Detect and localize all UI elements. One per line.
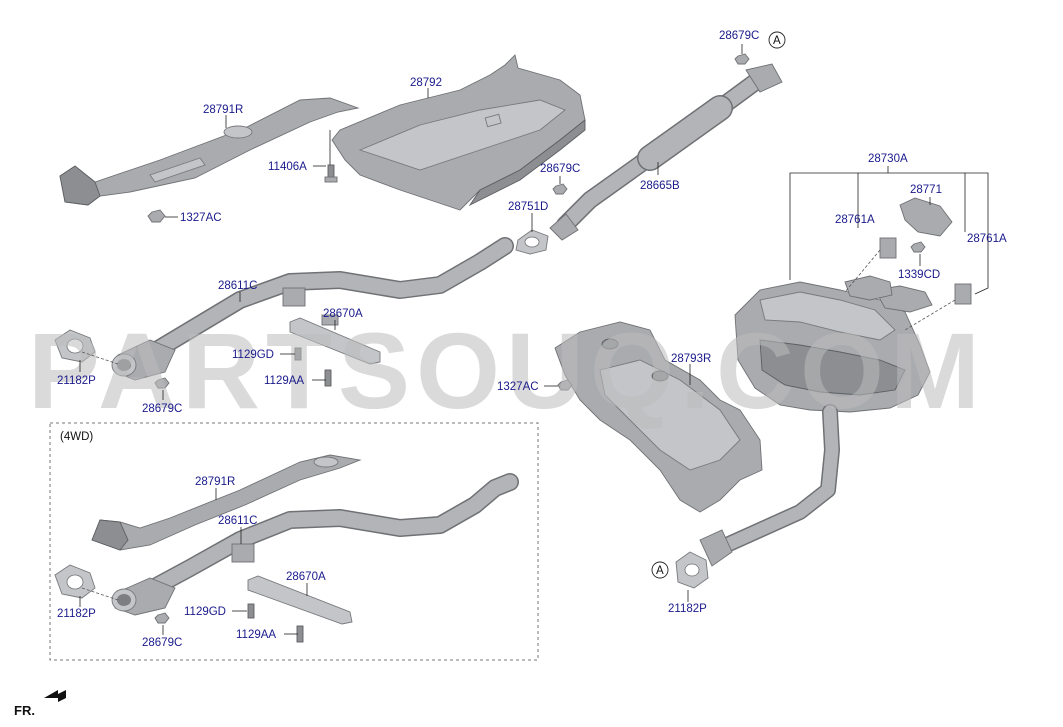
label-fwd-bolt-1129aa: 1129AA xyxy=(236,629,276,641)
label-fwd-title: (4WD) xyxy=(60,431,93,443)
label-bolt-1339cd: 1339CD xyxy=(898,269,940,281)
label-fwd-gasket: 21182P xyxy=(57,608,96,620)
rear-pipe[interactable] xyxy=(699,404,840,567)
label-muffler-assy: 28730A xyxy=(868,153,908,165)
label-gasket-28751d: 28751D xyxy=(508,201,548,213)
heat-protector-front[interactable] xyxy=(59,97,360,206)
bolt-11406a[interactable] xyxy=(324,164,338,183)
rear-muffler[interactable] xyxy=(734,275,933,413)
label-gasket-21182p-left: 21182P xyxy=(57,375,96,387)
label-fwd-front-pipe: 28611C xyxy=(218,515,257,527)
fwd-front-pipe[interactable] xyxy=(111,473,519,616)
nut-1327ac-mid[interactable] xyxy=(557,379,573,391)
fwd-nut[interactable] xyxy=(154,612,170,624)
heat-protector-rear[interactable] xyxy=(554,321,763,513)
front-pipe[interactable] xyxy=(111,237,514,381)
heat-protector-center[interactable] xyxy=(331,54,586,211)
label-nut-1327ac-top: 1327AC xyxy=(180,212,222,224)
label-bracket-28670a: 28670A xyxy=(323,308,363,320)
fwd-heat-protector[interactable] xyxy=(91,454,362,551)
bracket-28670a[interactable] xyxy=(289,314,381,365)
label-fwd-bracket: 28670A xyxy=(286,571,326,583)
label-fwd-bolt-1129gd: 1129GD xyxy=(184,606,226,618)
label-hanger-28761a-left: 28761A xyxy=(835,214,875,226)
label-bolt-1129aa: 1129AA xyxy=(264,375,304,387)
label-nut-28679c-bottom: 28679C xyxy=(142,403,182,415)
label-heat-protector-center: 28792 xyxy=(410,77,442,89)
bolt-1129aa[interactable] xyxy=(324,369,332,387)
nut-28679c-top[interactable] xyxy=(734,53,750,65)
front-direction-indicator: FR. xyxy=(14,690,66,718)
nut-28679c-bottom[interactable] xyxy=(154,377,170,389)
gasket-28751d[interactable] xyxy=(515,229,549,255)
hanger-28771[interactable] xyxy=(899,197,953,237)
hanger-28761a-left[interactable] xyxy=(879,237,897,259)
label-nut-28679c-top: 28679C xyxy=(719,30,759,42)
label-heat-protector-front: 28791R xyxy=(203,104,243,116)
label-center-pipe: 28665B xyxy=(640,180,680,192)
label-heat-protector-rear: 28793R xyxy=(671,353,711,365)
nut-28679c-mid[interactable] xyxy=(552,183,568,195)
svg-text:FR.: FR. xyxy=(14,703,35,718)
center-pipe[interactable] xyxy=(549,63,783,241)
fwd-bracket[interactable] xyxy=(247,575,353,625)
callout-a-bottom: A xyxy=(651,561,669,579)
watermark: PARTSOUQ.COM xyxy=(28,310,986,431)
label-hanger-28761a-right: 28761A xyxy=(967,233,1007,245)
leader-lines xyxy=(79,44,989,635)
label-nut-1327ac-mid: 1327AC xyxy=(497,381,539,393)
label-front-pipe: 28611C xyxy=(218,280,257,292)
fwd-bolt-1129gd[interactable] xyxy=(247,603,255,619)
label-hanger-28771: 28771 xyxy=(910,184,942,196)
label-fwd-heat-protector: 28791R xyxy=(195,476,235,488)
label-fwd-nut: 28679C xyxy=(142,637,182,649)
fwd-gasket[interactable] xyxy=(54,564,96,599)
hanger-28761a-right[interactable] xyxy=(954,283,972,305)
gasket-21182p-left[interactable] xyxy=(54,329,96,363)
front-arrow-icon xyxy=(44,690,66,702)
svg-text:A: A xyxy=(773,35,781,47)
fwd-inset-box xyxy=(49,422,539,661)
label-bolt-11406a: 11406A xyxy=(268,161,307,173)
bolt-1339cd[interactable] xyxy=(910,241,926,253)
nut-1327ac-top[interactable] xyxy=(147,209,166,223)
label-bolt-1129gd: 1129GD xyxy=(232,349,274,361)
svg-text:A: A xyxy=(656,565,664,577)
callout-a-top: A xyxy=(768,31,786,49)
gasket-21182p-right[interactable] xyxy=(675,551,709,589)
label-nut-28679c-mid: 28679C xyxy=(540,163,580,175)
label-gasket-21182p-right: 21182P xyxy=(668,603,707,615)
